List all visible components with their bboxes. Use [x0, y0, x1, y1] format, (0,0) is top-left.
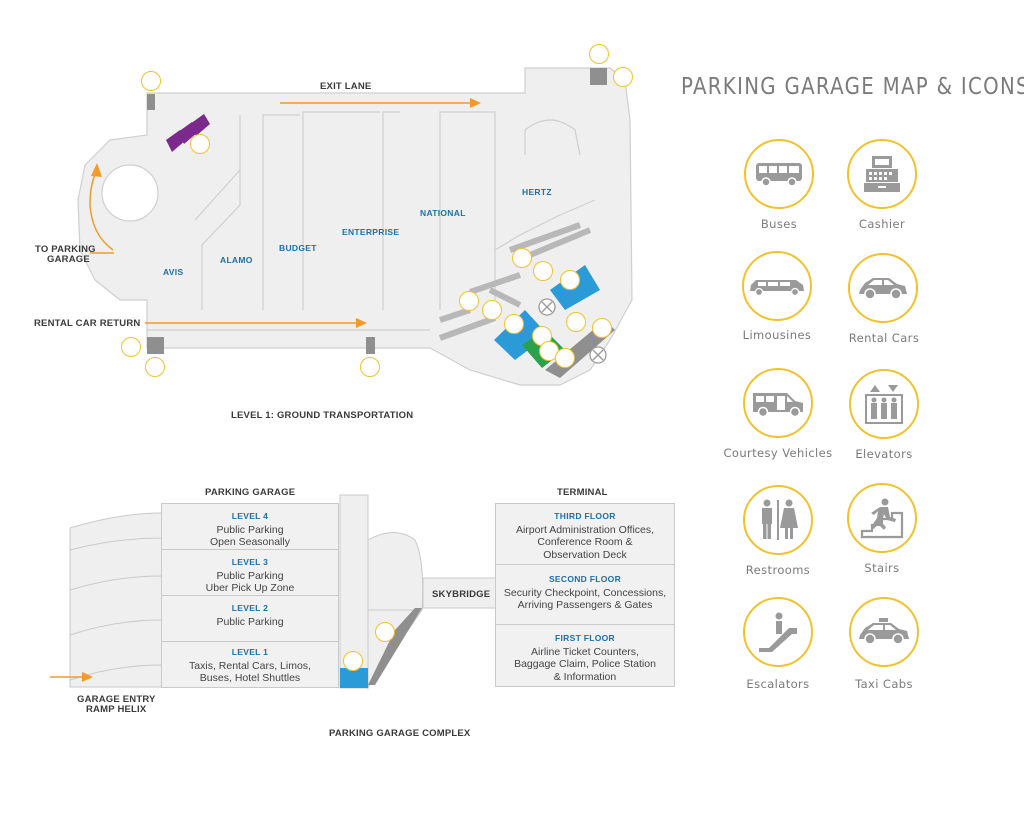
legend-label-courtesy-vehicles: Courtesy Vehicles — [723, 446, 833, 460]
elevator-icon — [592, 318, 612, 338]
rental-zone-2 — [494, 310, 548, 360]
stair-block-bm — [366, 337, 375, 354]
stair-block-tl — [147, 94, 155, 110]
garage-entry-label-2: RAMP HELIX — [86, 704, 147, 715]
elevator-icon — [613, 67, 633, 87]
skybridge-label: SKYBRIDGE — [432, 589, 491, 600]
stairs-icon — [360, 357, 380, 377]
garage-level-3: LEVEL 3 Public Parking Uber Pick Up Zone — [161, 549, 339, 596]
terminal-first-floor: FIRST FLOOR Airline Ticket Counters, Bag… — [495, 624, 675, 687]
elevator-icon — [121, 337, 141, 357]
terminal-heading: TERMINAL — [557, 487, 608, 498]
courtesy-vehicle-icon — [743, 368, 813, 438]
escalator-icon — [375, 622, 395, 642]
elevator-icon — [849, 369, 919, 439]
page-title: PARKING GARAGE MAP & ICONS — [681, 74, 1024, 100]
stairs-icon — [847, 483, 917, 553]
cashier-icon — [847, 139, 917, 209]
helix-circle — [101, 164, 159, 222]
to-parking-label-2: GARAGE — [47, 254, 90, 265]
to-parking-label-1: TO PARKING — [35, 244, 96, 255]
escalator-icon — [743, 597, 813, 667]
stairs-icon — [145, 357, 165, 377]
rental-car-icon — [560, 270, 580, 290]
garage-level-2: LEVEL 2 Public Parking — [161, 595, 339, 642]
stair-block-bl — [147, 337, 164, 354]
legend-label-limousines: Limousines — [742, 328, 812, 342]
escalator-icon — [555, 348, 575, 368]
limousine-icon — [742, 251, 812, 321]
agency-enterprise: ENTERPRISE — [342, 227, 400, 237]
stair-block-tr — [590, 68, 607, 85]
agency-budget: BUDGET — [279, 243, 317, 253]
terminal-third-floor: THIRD FLOOR Airport Administration Offic… — [495, 503, 675, 565]
rental-return-label: RENTAL CAR RETURN — [34, 318, 141, 329]
agency-hertz: HERTZ — [522, 187, 552, 197]
level1-caption: LEVEL 1: GROUND TRANSPORTATION — [231, 410, 414, 421]
garage-heading: PARKING GARAGE — [205, 487, 296, 498]
rental-car-icon — [343, 651, 363, 671]
legend-label-cashier: Cashier — [858, 217, 906, 231]
legend-label-rental-cars: Rental Cars — [848, 331, 920, 345]
rental-zone-complex — [340, 668, 368, 688]
legend-label-elevators: Elevators — [855, 447, 913, 461]
restroom-icon — [743, 485, 813, 555]
terminal-second-floor: SECOND FLOOR Security Checkpoint, Conces… — [495, 564, 675, 625]
rental-car-icon — [533, 261, 553, 281]
level1-map — [77, 67, 633, 386]
legend-label-escalators: Escalators — [746, 677, 810, 691]
agency-avis: AVIS — [163, 267, 184, 277]
agency-alamo: ALAMO — [220, 255, 253, 265]
stairs-icon — [589, 44, 609, 64]
bus-icon — [744, 139, 814, 209]
rental-car-icon — [482, 300, 502, 320]
garage-entry-label-1: GARAGE ENTRY — [77, 694, 156, 705]
legend-label-buses: Buses — [760, 217, 798, 231]
rental-car-icon — [848, 253, 918, 323]
exit-lane-label: EXIT LANE — [320, 81, 372, 92]
limousine-icon — [512, 248, 532, 268]
courtesy-vehicle-icon — [504, 314, 524, 334]
cashier-booths — [166, 114, 210, 152]
garage-level-4: LEVEL 4 Public Parking Open Seasonally — [161, 503, 339, 550]
taxi-icon — [849, 597, 919, 667]
stairs-icon — [141, 71, 161, 91]
bus-icon — [459, 291, 479, 311]
agency-national: NATIONAL — [420, 208, 466, 218]
legend-label-restrooms: Restrooms — [745, 563, 811, 577]
complex-caption: PARKING GARAGE COMPLEX — [329, 728, 471, 739]
legend-label-stairs: Stairs — [864, 561, 900, 575]
legend-label-taxi-cabs: Taxi Cabs — [855, 677, 913, 691]
escalator-icon — [566, 312, 586, 332]
bus-icon — [190, 134, 210, 154]
garage-level-1: LEVEL 1 Taxis, Rental Cars, Limos, Buses… — [161, 641, 339, 688]
